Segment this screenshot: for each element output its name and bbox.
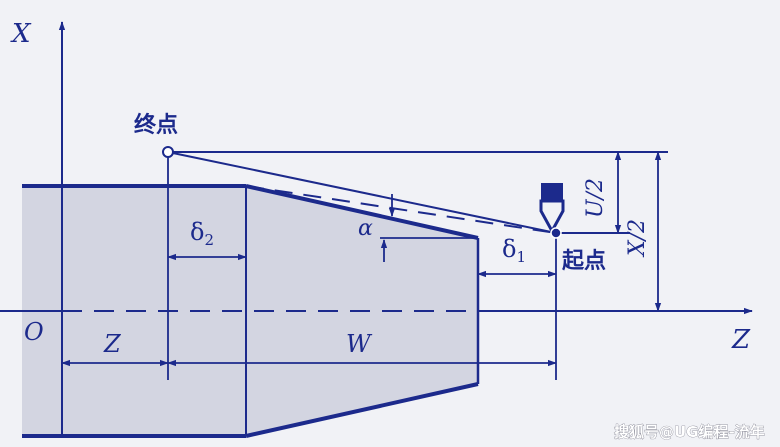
origin-label: O [24, 318, 44, 346]
w-dim-label: W [346, 330, 373, 358]
start-point-marker [550, 227, 562, 239]
end-point-label: 终点 [134, 112, 178, 138]
taper-bottom-edge [245, 382, 479, 438]
delta2-label: δ2 [190, 218, 214, 249]
x-half-label: X/2 [625, 219, 650, 258]
turning-tool-icon [539, 183, 565, 235]
taper-extension-dashed [245, 185, 557, 234]
x-axis-label: X [10, 19, 32, 49]
delta1-label: δ1 [502, 235, 526, 266]
z-dim-label: Z [103, 330, 122, 358]
taper-toolpath [167, 151, 557, 234]
alpha-label: α [358, 216, 373, 241]
start-point-label: 起点 [561, 248, 606, 274]
z-axis-label: Z [731, 325, 751, 355]
watermark: 搜狐号@UG编程-流年 [614, 423, 765, 441]
end-point-marker [162, 146, 174, 158]
taper-top-edge [245, 184, 479, 240]
u-half-label: U/2 [583, 178, 608, 218]
